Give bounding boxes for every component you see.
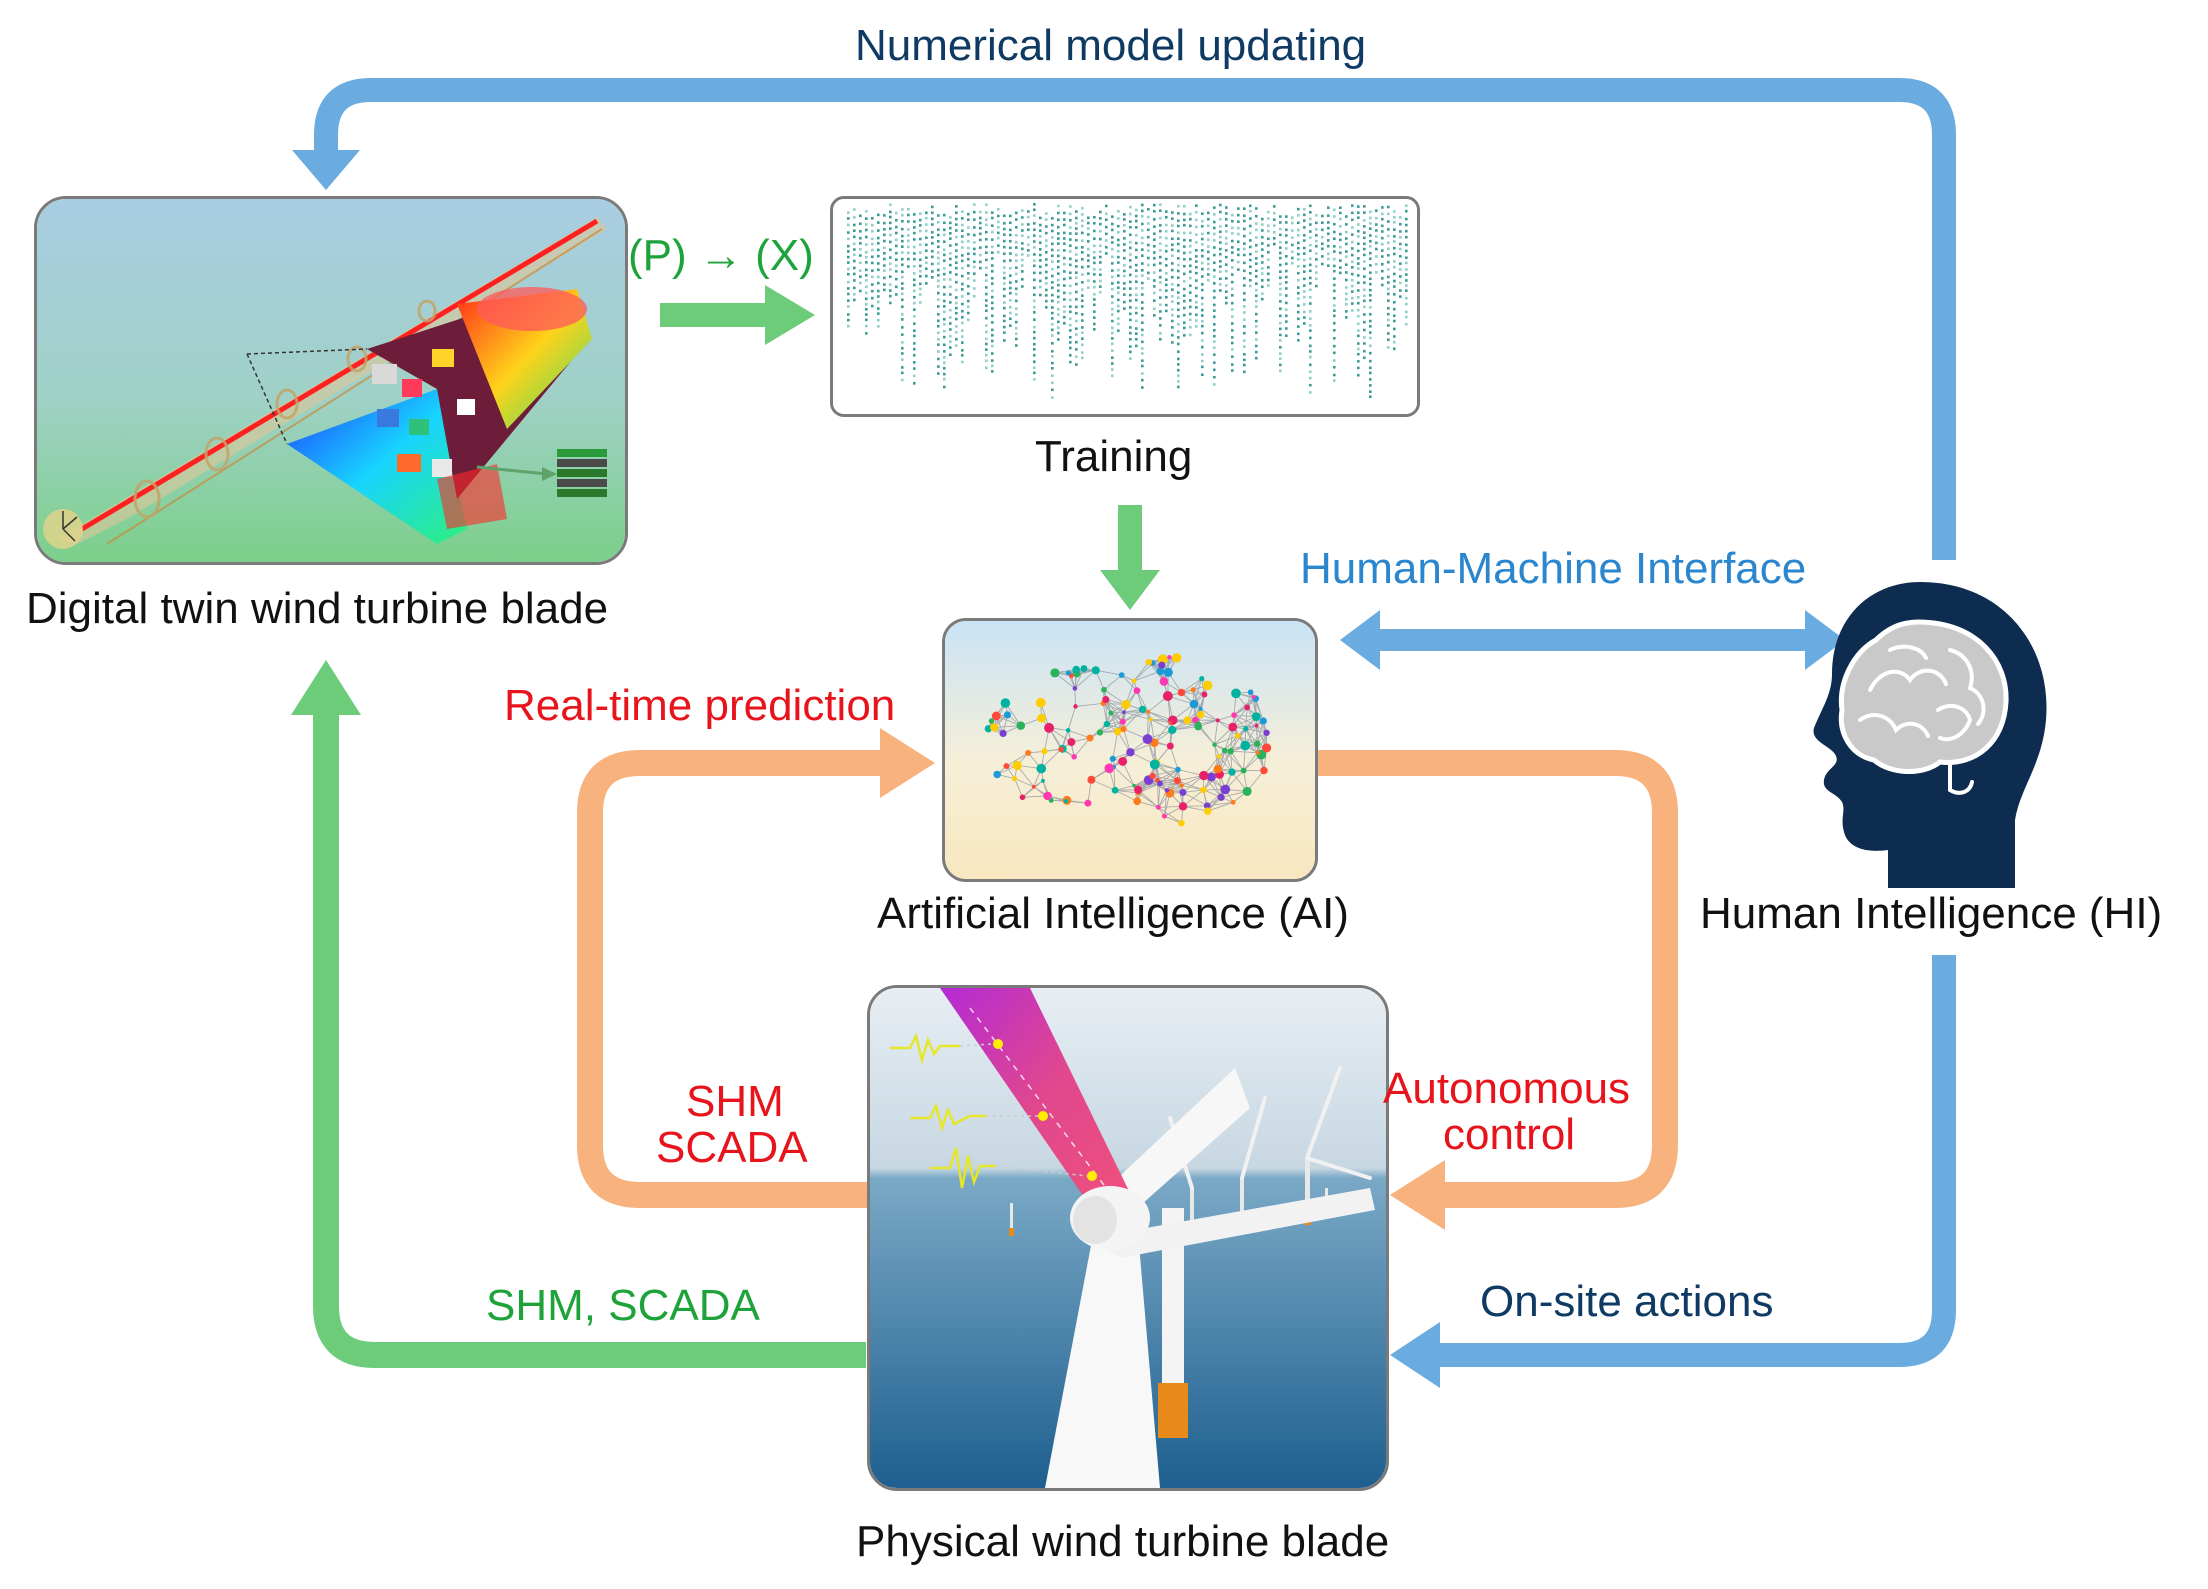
autonomous-control-label-1: Autonomous <box>1383 1064 1631 1113</box>
ai-caption: Artificial Intelligence (AI) <box>877 889 1349 938</box>
arrowhead-shm-scada-feedback <box>291 660 361 715</box>
physical-turbine-panel <box>867 985 1389 1491</box>
arrow-shm-scada-feedback <box>313 710 866 1368</box>
digital-twin-panel <box>34 196 628 565</box>
blade-model-illustration <box>37 199 625 562</box>
real-time-prediction-label: Real-time prediction <box>504 681 896 730</box>
arrowhead-hmi-left <box>1340 610 1380 670</box>
human-machine-interface-label: Human-Machine Interface <box>1300 544 1807 593</box>
training-panel <box>830 196 1420 417</box>
autonomous-control-label-2: control <box>1443 1110 1576 1159</box>
shm-scada-stacked-label-1: SHM <box>686 1077 784 1126</box>
arrow-real-time-prediction <box>577 750 885 1208</box>
digital-twin-caption: Digital twin wind turbine blade <box>26 584 609 633</box>
training-caption: Training <box>1035 432 1193 481</box>
arrowhead-real-time-prediction <box>880 728 935 798</box>
arrow-autonomous-control <box>1318 750 1678 1208</box>
arrow-numerical-model-updating <box>314 78 1956 560</box>
human-head-brain-icon <box>1813 582 2047 888</box>
shm-scada-stacked-label-2: SCADA <box>656 1123 808 1172</box>
offshore-wind-turbine-photo <box>870 988 1386 1488</box>
numerical-model-updating-label: Numerical model updating <box>855 21 1367 70</box>
human-caption: Human Intelligence (HI) <box>1700 889 2163 938</box>
data-matrix-illustration <box>833 199 1417 414</box>
arrowhead-p-to-x <box>765 285 815 345</box>
arrowhead-numerical-model-updating <box>292 150 360 190</box>
brain-network-illustration <box>945 621 1315 879</box>
arrowhead-autonomous-control <box>1390 1160 1445 1230</box>
physical-caption: Physical wind turbine blade <box>856 1517 1390 1566</box>
arrowhead-training-to-ai <box>1100 570 1160 610</box>
on-site-actions-label: On-site actions <box>1480 1277 1774 1326</box>
shm-scada-green-label: SHM, SCADA <box>486 1281 760 1330</box>
p-to-x-label: (P) → (X) <box>628 231 814 280</box>
arrowhead-on-site-actions <box>1390 1322 1440 1388</box>
arrow-on-site-actions <box>1440 955 1956 1367</box>
ai-panel <box>942 618 1318 882</box>
arrowhead-hmi-right <box>1805 610 1845 670</box>
